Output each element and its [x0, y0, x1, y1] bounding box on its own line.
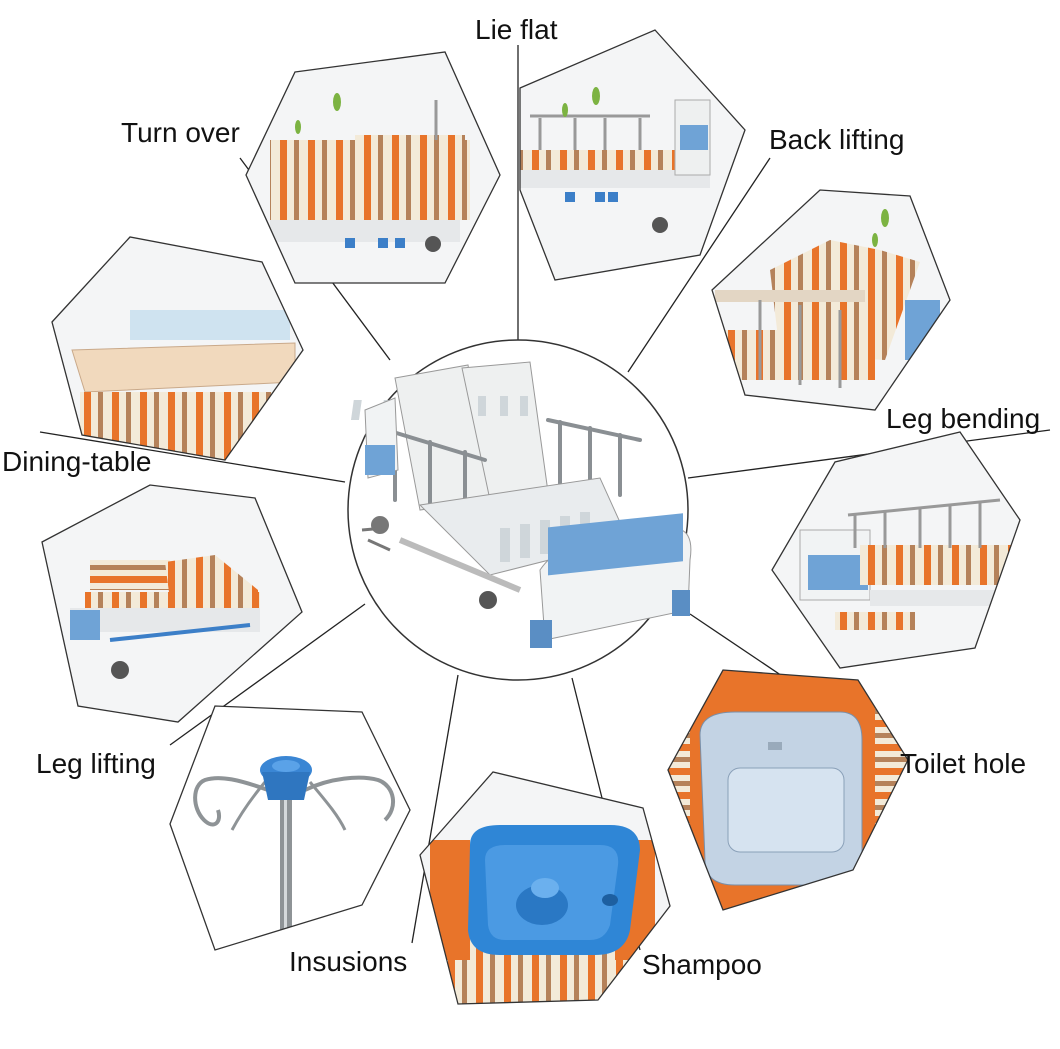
label-dining-table: Dining-table — [2, 446, 152, 477]
label-lie-flat: Lie flat — [475, 14, 558, 45]
leg-lifting-image — [41, 484, 303, 723]
center-bed-image — [347, 339, 692, 681]
label-turn-over: Turn over — [121, 117, 240, 148]
label-leg-lifting: Leg lifting — [36, 748, 156, 779]
label-toilet-hole: Toilet hole — [900, 748, 1027, 779]
label-leg-bending: Leg bending — [886, 403, 1041, 434]
lie-flat-image — [519, 29, 746, 281]
dining-table-image — [51, 236, 304, 461]
shampoo-basin-image — [419, 771, 671, 1005]
label-insusions: Insusions — [289, 946, 408, 977]
label-back-lifting: Back lifting — [769, 124, 905, 155]
toilet-hole-image — [667, 669, 909, 911]
turn-over-image — [245, 51, 501, 284]
label-shampoo: Shampoo — [642, 949, 762, 980]
infusion-stand-image — [169, 705, 411, 951]
back-lifting-image — [711, 189, 951, 411]
